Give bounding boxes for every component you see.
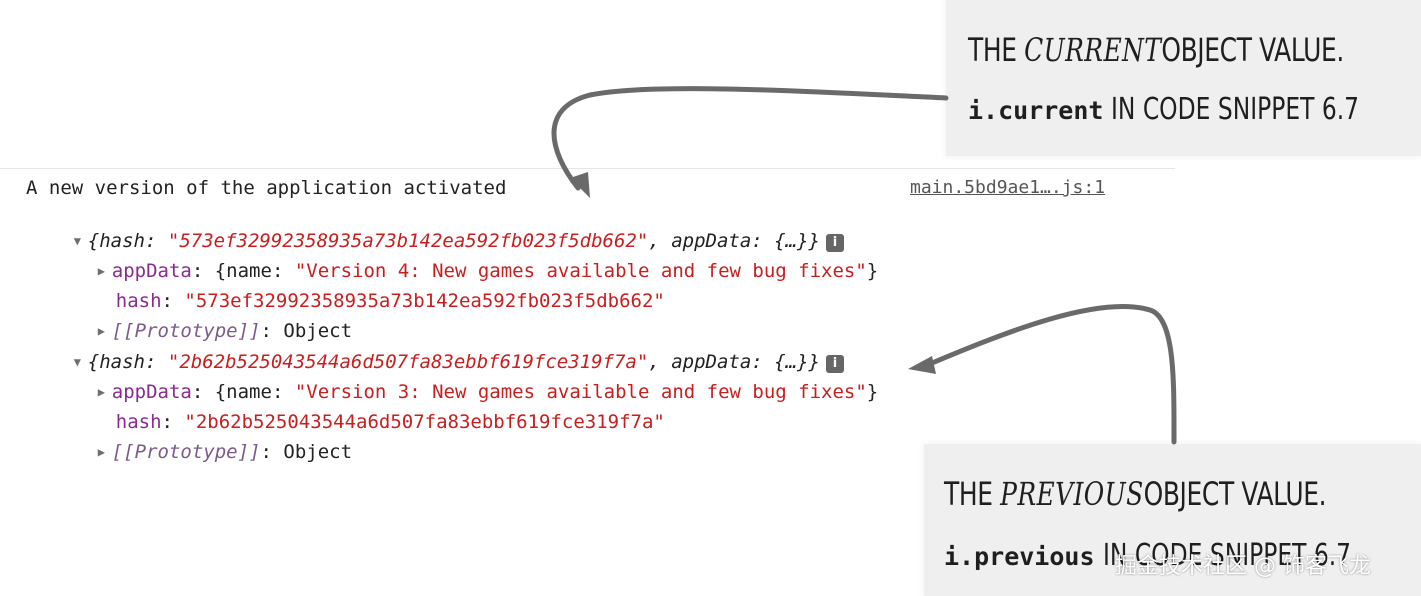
- annotation-code: i.previous: [944, 542, 1095, 571]
- console-panel: A new version of the application activat…: [0, 168, 1175, 463]
- appdata-name-value: "Version 4: New games available and few …: [294, 260, 867, 282]
- triangle-down-icon[interactable]: ▼: [73, 355, 81, 369]
- summary-key: hash: [99, 351, 145, 373]
- hash-row: hash: "2b62b525043544a6d507fa83ebbf619fc…: [115, 411, 665, 433]
- prototype-value: Object: [283, 320, 353, 342]
- triangle-right-icon[interactable]: ▶: [97, 445, 105, 459]
- appdata-name-value: "Version 3: New games available and few …: [294, 381, 867, 403]
- appdata-row[interactable]: ▶appData: {name: "Version 3: New games a…: [97, 381, 879, 403]
- prototype-row[interactable]: ▶[[Prototype]]: Object: [97, 320, 353, 342]
- hash-row: hash: "573ef32992358935a73b142ea592fb023…: [115, 290, 665, 312]
- summary-key: hash: [99, 230, 145, 252]
- property-key: name: [226, 260, 272, 282]
- hash-value: "2b62b525043544a6d507fa83ebbf619fce319f7…: [184, 411, 665, 433]
- summary-appdata-value: {…}: [774, 230, 809, 252]
- watermark: 掘金技术社区 @ 饰客飞龙: [1115, 554, 1371, 579]
- annotation-code: i.current: [968, 96, 1104, 125]
- triangle-right-icon[interactable]: ▶: [97, 324, 105, 338]
- prototype-key: [[Prototype]]: [111, 441, 261, 463]
- hash-value: "573ef32992358935a73b142ea592fb023f5db66…: [184, 290, 665, 312]
- triangle-right-icon[interactable]: ▶: [97, 264, 105, 278]
- entry-summary[interactable]: ▼{hash: "2b62b525043544a6d507fa83ebbf619…: [28, 326, 844, 398]
- summary-key: appData: [671, 351, 752, 373]
- appdata-row[interactable]: ▶appData: {name: "Version 4: New games a…: [97, 260, 879, 282]
- console-message: A new version of the application activat…: [26, 177, 507, 199]
- summary-hash-value: "573ef32992358935a73b142ea592fb023f5db66…: [167, 230, 649, 252]
- summary-hash-value: "2b62b525043544a6d507fa83ebbf619fce319f7…: [167, 351, 649, 373]
- summary-appdata-value: {…}: [774, 351, 809, 373]
- info-icon[interactable]: i: [825, 234, 844, 252]
- prototype-key: [[Prototype]]: [111, 320, 261, 342]
- annotation-heading: THE PREVIOUSOBJECT VALUE.: [944, 475, 1327, 513]
- annotation-code-tail: IN CODE SNIPPET 6.7: [1102, 538, 1351, 573]
- entry-summary[interactable]: ▼{hash: "573ef32992358935a73b142ea592fb0…: [28, 205, 844, 277]
- annotation-heading: THE CURRENTOBJECT VALUE.: [968, 31, 1344, 69]
- summary-key: appData: [671, 230, 752, 252]
- prototype-value: Object: [283, 441, 353, 463]
- prototype-row[interactable]: ▶[[Prototype]]: Object: [97, 441, 353, 463]
- property-key: appData: [111, 260, 192, 282]
- property-key: appData: [111, 381, 192, 403]
- console-divider: [0, 168, 1175, 169]
- info-icon[interactable]: i: [825, 355, 844, 373]
- property-key: name: [226, 381, 272, 403]
- property-key: hash: [115, 411, 162, 433]
- property-key: hash: [115, 290, 162, 312]
- triangle-right-icon[interactable]: ▶: [97, 385, 105, 399]
- triangle-down-icon[interactable]: ▼: [73, 234, 81, 248]
- source-link[interactable]: main.5bd9ae1….js:1: [910, 177, 1106, 198]
- annotation-code-tail: IN CODE SNIPPET 6.7: [1111, 92, 1360, 127]
